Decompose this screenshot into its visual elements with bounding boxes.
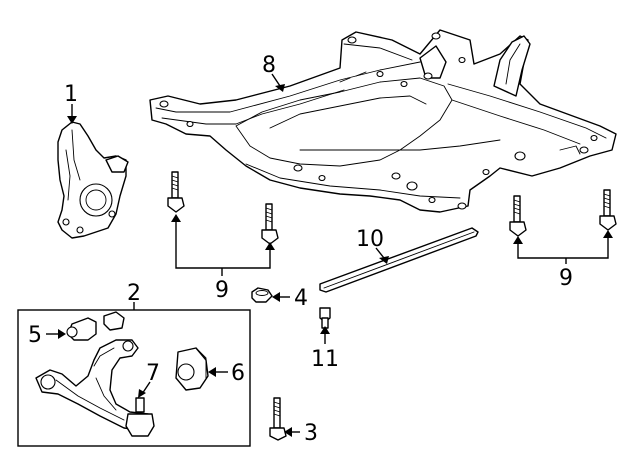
callout-11: 11 (311, 347, 339, 372)
arrow-6 (208, 367, 216, 377)
callout-6: 6 (231, 361, 245, 386)
arrow-10 (379, 256, 389, 264)
callout-5: 5 (28, 323, 42, 348)
arrow-9-right-a (513, 236, 523, 244)
arrow-5 (58, 329, 66, 339)
arrow-8 (275, 84, 285, 92)
small-bolt (319, 307, 331, 329)
arrow-4 (272, 292, 280, 302)
callout-7: 7 (146, 361, 160, 386)
bushing-front (66, 311, 125, 341)
callout-8: 8 (262, 53, 276, 78)
ball-joint (125, 397, 155, 437)
callout-2: 2 (127, 281, 141, 306)
subframe-bolt-left-b (261, 203, 279, 245)
leader-8 (271, 73, 281, 87)
leader-9-left (175, 218, 271, 269)
arrow-1 (67, 116, 77, 124)
callout-1: 1 (64, 82, 78, 107)
subframe-bolt-left-a (167, 171, 185, 213)
control-arm (35, 339, 151, 431)
arrow-9-right-b (603, 230, 613, 238)
leader-10 (375, 247, 385, 259)
callout-10: 10 (356, 227, 384, 252)
callout-9-left: 9 (215, 278, 229, 303)
callout-3: 3 (304, 421, 318, 446)
nut (251, 287, 273, 303)
arrow-9-left-a (171, 214, 181, 222)
bushing-rear (175, 347, 209, 391)
crossmember-subframe (149, 29, 617, 213)
long-bolt (269, 397, 287, 441)
callout-4: 4 (294, 286, 308, 311)
brace-bar (319, 227, 479, 293)
subframe-bolt-right-b (599, 189, 617, 231)
arrow-11 (320, 326, 330, 334)
arrow-7 (138, 389, 146, 398)
subframe-bolt-right-a (509, 195, 527, 237)
callout-9-right: 9 (559, 266, 573, 291)
steering-knuckle (57, 121, 129, 239)
arrow-9-left-b (265, 242, 275, 250)
arrow-3 (284, 427, 292, 437)
leader-9-right (517, 234, 609, 259)
